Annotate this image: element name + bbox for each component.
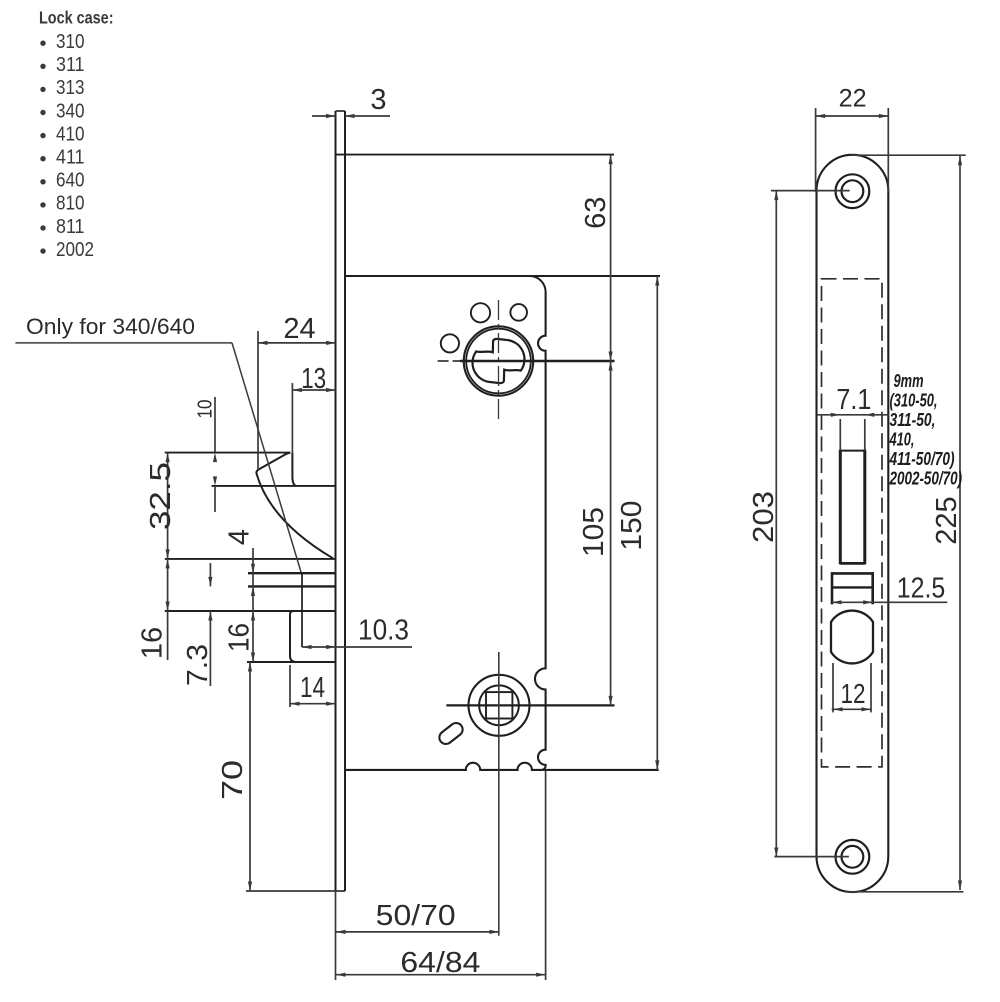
svg-text:2002: 2002 — [56, 238, 94, 261]
svg-text:7.3: 7.3 — [182, 644, 214, 686]
svg-text:3: 3 — [370, 84, 386, 116]
svg-text:105: 105 — [578, 507, 610, 557]
svg-text:10: 10 — [195, 400, 217, 419]
svg-text:311: 311 — [56, 53, 85, 76]
svg-text:50/70: 50/70 — [376, 900, 456, 932]
svg-text:203: 203 — [748, 491, 780, 543]
svg-text:410: 410 — [56, 122, 85, 145]
svg-text:225: 225 — [931, 496, 963, 544]
svg-text:12.5: 12.5 — [897, 573, 946, 605]
svg-text:4: 4 — [224, 529, 256, 545]
svg-text:64/84: 64/84 — [400, 947, 480, 979]
svg-text:150: 150 — [616, 501, 648, 551]
svg-text:310: 310 — [56, 30, 85, 53]
svg-text:14: 14 — [300, 672, 325, 704]
svg-text:70: 70 — [217, 760, 249, 800]
svg-text:13: 13 — [301, 363, 326, 395]
svg-text:411-50/70): 411-50/70) — [889, 449, 955, 469]
svg-text:411: 411 — [56, 146, 85, 169]
svg-text:Lock case:: Lock case: — [39, 7, 114, 27]
svg-text:640: 640 — [56, 169, 85, 192]
svg-text:340: 340 — [56, 99, 85, 122]
svg-text:12: 12 — [841, 678, 866, 709]
svg-text:410,: 410, — [889, 430, 915, 450]
svg-text:(310-50,: (310-50, — [890, 391, 938, 411]
svg-text:32.5: 32.5 — [145, 462, 177, 530]
svg-text:22: 22 — [839, 85, 867, 113]
svg-text:2002-50/70): 2002-50/70) — [889, 469, 962, 489]
svg-text:24: 24 — [283, 313, 315, 345]
svg-text:811: 811 — [56, 215, 85, 238]
svg-text:Only for 340/640: Only for 340/640 — [26, 314, 195, 339]
svg-text:16: 16 — [137, 627, 169, 659]
svg-text:810: 810 — [56, 192, 85, 215]
svg-text:7.1: 7.1 — [836, 384, 871, 416]
svg-text:16: 16 — [224, 623, 256, 652]
svg-text:10.3: 10.3 — [358, 615, 409, 647]
svg-text:313: 313 — [56, 76, 85, 99]
svg-text:311-50,: 311-50, — [890, 410, 936, 430]
svg-text:9mm: 9mm — [894, 371, 924, 391]
svg-text:63: 63 — [580, 197, 612, 229]
